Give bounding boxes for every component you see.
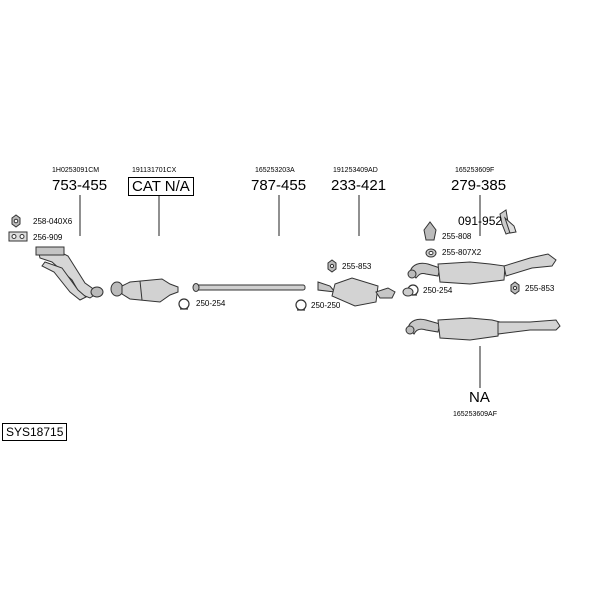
accessory-label[interactable]: 255-853: [342, 262, 372, 271]
accessory-label[interactable]: 255-807X2: [442, 248, 482, 257]
oem-number: 165253609F: [455, 167, 495, 174]
nut-icon: [11, 214, 21, 228]
nut-icon: [327, 259, 337, 273]
part-number-link[interactable]: 753-455: [52, 177, 108, 194]
part-number-link[interactable]: 233-421: [331, 177, 387, 194]
part-number-link[interactable]: 787-455: [251, 177, 307, 194]
gasket-icon: [8, 231, 28, 242]
accessory-label[interactable]: 258-040X6: [33, 217, 73, 226]
accessory-label[interactable]: 091-952: [458, 214, 503, 228]
nut-icon: [510, 281, 520, 295]
oem-number: 165253609AF: [453, 411, 497, 418]
front-silencer: [317, 277, 396, 307]
accessory-label[interactable]: 255-853: [525, 284, 555, 293]
accessory-label[interactable]: 256-909: [33, 233, 63, 242]
flange-icon: [402, 287, 414, 297]
part-number-link[interactable]: 279-385: [451, 177, 507, 194]
exhaust-manifold: [35, 246, 104, 301]
part-number-link[interactable]: CAT N/A: [128, 177, 194, 196]
centre-pipe: [192, 283, 306, 292]
accessory-label[interactable]: 250-254: [196, 299, 226, 308]
clamp-icon: [295, 299, 307, 311]
accessory-label[interactable]: 250-254: [423, 286, 453, 295]
rubber-mount-icon: [423, 221, 437, 241]
clamp-icon: [178, 298, 190, 310]
accessory-label[interactable]: 250-250: [311, 301, 341, 310]
oem-number: 1H0253091CM: [52, 167, 100, 174]
oem-number: 191131701CX: [132, 167, 177, 174]
rear-silencer-alt: [405, 317, 561, 341]
part-number-link[interactable]: NA: [469, 389, 490, 406]
catalytic-converter: [110, 278, 179, 303]
accessory-label[interactable]: 255-808: [442, 232, 472, 241]
bracket-icon: [499, 209, 517, 235]
oem-number: 191253409AD: [333, 167, 378, 174]
rear-silencer: [407, 253, 557, 285]
oem-number: 165253203A: [255, 167, 295, 174]
clip-icon: [425, 248, 437, 258]
system-code: SYS18715: [2, 423, 68, 441]
